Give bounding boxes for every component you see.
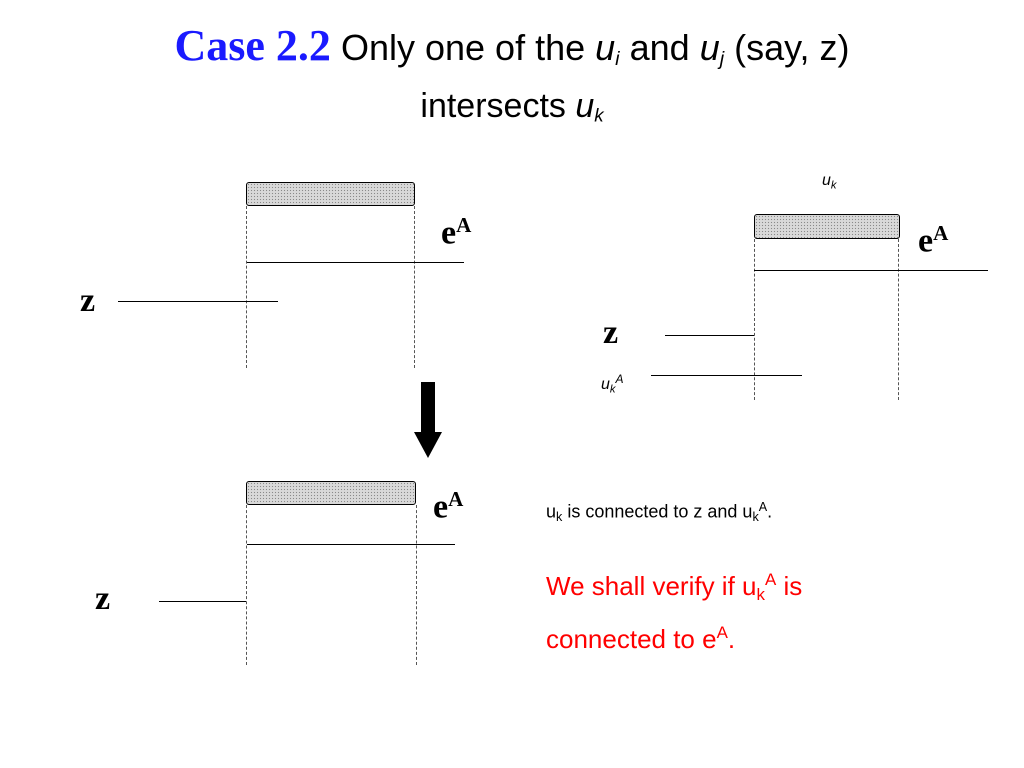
eA-label: eA (918, 221, 949, 260)
down-arrow-icon (414, 382, 442, 458)
interval-bar-e-top-left (246, 182, 415, 206)
interval-line-ukA (651, 375, 802, 376)
interval-line-ukA (247, 544, 455, 545)
interval-line-uk (754, 270, 988, 271)
dashed-boundary-right (898, 239, 899, 400)
title-text-1: Only one of the (340, 27, 586, 68)
title-intersects: intersects (420, 87, 566, 125)
title-ui-var: ui (595, 27, 620, 70)
z-label: z (603, 314, 619, 351)
interval-bar-e-top-right (754, 214, 900, 239)
slide-title-line-2: intersects uk (0, 84, 1024, 138)
eA-label: eA (441, 213, 472, 252)
slide-title-line-1: Case 2.2 Only one of the ui and uj (say,… (0, 22, 1024, 83)
interval-line-z (118, 301, 278, 302)
dashed-boundary-left (754, 239, 755, 400)
case-label: Case 2.2 (174, 21, 331, 70)
verify-note: We shall verify if ukA is connected to e… (546, 570, 803, 655)
title-and: and (629, 27, 690, 68)
title-uk-var: uk (575, 87, 604, 126)
interval-line-z (665, 335, 754, 336)
eA-label: eA (433, 487, 464, 526)
uk-label: uk (822, 172, 837, 192)
dashed-boundary-right (416, 505, 417, 665)
connection-note: uk is connected to z and ukA. (546, 500, 773, 525)
title-paren: (say, z) (734, 27, 850, 68)
title-uj-var: uj (699, 27, 725, 70)
interval-line-z (159, 601, 246, 602)
z-label: z (95, 580, 111, 617)
dashed-boundary-left (246, 505, 247, 665)
interval-line-ukA (247, 262, 464, 263)
dashed-boundary-left (246, 206, 247, 368)
ukA-label: ukA (601, 372, 624, 396)
dashed-boundary-right (414, 206, 415, 368)
z-label: z (80, 282, 96, 319)
interval-bar-e-bottom (246, 481, 416, 505)
